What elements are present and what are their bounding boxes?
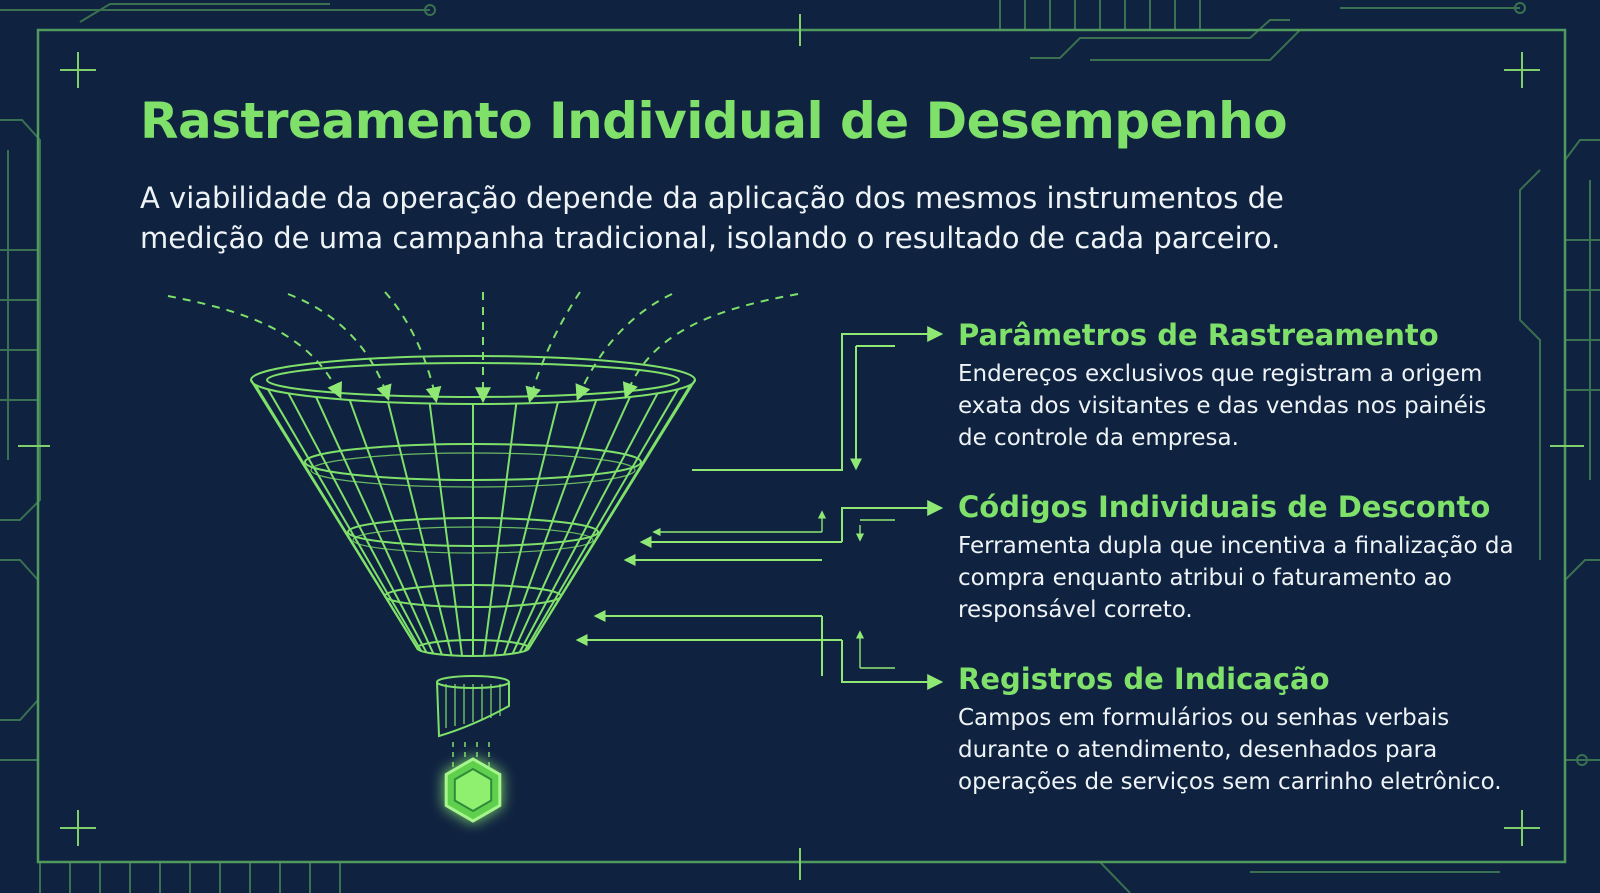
item-text: Campos em formulários ou senhas verbais …: [958, 705, 1502, 795]
item-discount-codes: Códigos Individuais de Desconto Ferramen…: [958, 490, 1518, 626]
circuit-trace: [0, 559, 39, 721]
circuit-trace: [1340, 2, 1527, 14]
circuit-trace: [1565, 239, 1600, 391]
funnel-meridian: [267, 388, 423, 652]
circuit-trace: [1099, 861, 1500, 893]
connector-lines: [575, 326, 944, 690]
inflow-arrow: [384, 291, 442, 404]
item-heading: Parâmetros de Rastreamento: [958, 318, 1439, 352]
circuit-trace: [0, 249, 38, 401]
funnel-meridian: [287, 392, 428, 653]
funnel-meridian: [518, 392, 659, 653]
item-referral-records: Registros de Indicação Campos em formulá…: [958, 662, 1518, 798]
funnel-meridian: [493, 401, 559, 656]
circuit-trace: [1564, 139, 1600, 161]
funnel-icon: [250, 355, 696, 770]
connector-line: [692, 326, 944, 471]
circuit-trace: [1519, 169, 1541, 560]
funnel-edge: [250, 379, 418, 649]
circuit-trace: [1565, 754, 1600, 766]
funnel-meridian: [523, 388, 679, 652]
inflow-arrow: [167, 295, 342, 399]
funnel-meridian: [428, 403, 464, 656]
item-text: Endereços exclusivos que registram a ori…: [958, 361, 1487, 451]
funnel-meridian: [315, 396, 435, 655]
funnel-meridian: [482, 403, 518, 656]
inflow-arrow: [287, 293, 392, 402]
funnel-meridian: [348, 399, 443, 655]
funnel-meridian: [387, 401, 453, 656]
item-text: Ferramenta dupla que incentiva a finaliz…: [958, 533, 1514, 623]
page-subtitle: A viabilidade da operação depende da apl…: [140, 181, 1284, 255]
item-tracking-parameters: Parâmetros de Rastreamento Endereços exc…: [958, 318, 1518, 454]
item-heading: Códigos Individuais de Desconto: [958, 490, 1491, 524]
funnel-meridian: [511, 396, 631, 655]
hexagon-icon: [444, 757, 502, 823]
circuit-trace: [39, 862, 341, 893]
page-title: Rastreamento Individual de Desempenho: [140, 92, 1288, 150]
inflow-arrow: [525, 291, 581, 404]
funnel-rim-inner: [266, 362, 680, 398]
funnel-meridian: [503, 399, 598, 655]
connector-line: [841, 500, 944, 542]
funnel-spout: [436, 681, 510, 738]
circuit-trace: [1030, 19, 1290, 59]
circuit-trace: [0, 119, 41, 521]
inflow-arrow: [622, 293, 799, 400]
circuit-trace: [999, 0, 1201, 30]
border-frame: [36, 28, 1567, 864]
circuit-trace: [1090, 29, 1301, 61]
inflow-arrow: [575, 293, 673, 401]
funnel-edge: [528, 379, 696, 649]
circuit-trace: [0, 4, 437, 16]
inflow-arrows: [167, 291, 799, 404]
item-heading: Registros de Indicação: [958, 662, 1330, 696]
corner-crosses: [18, 14, 1584, 880]
connector-line: [841, 640, 944, 690]
circuit-trace: [79, 3, 330, 23]
circuit-trace: [1564, 559, 1600, 740]
